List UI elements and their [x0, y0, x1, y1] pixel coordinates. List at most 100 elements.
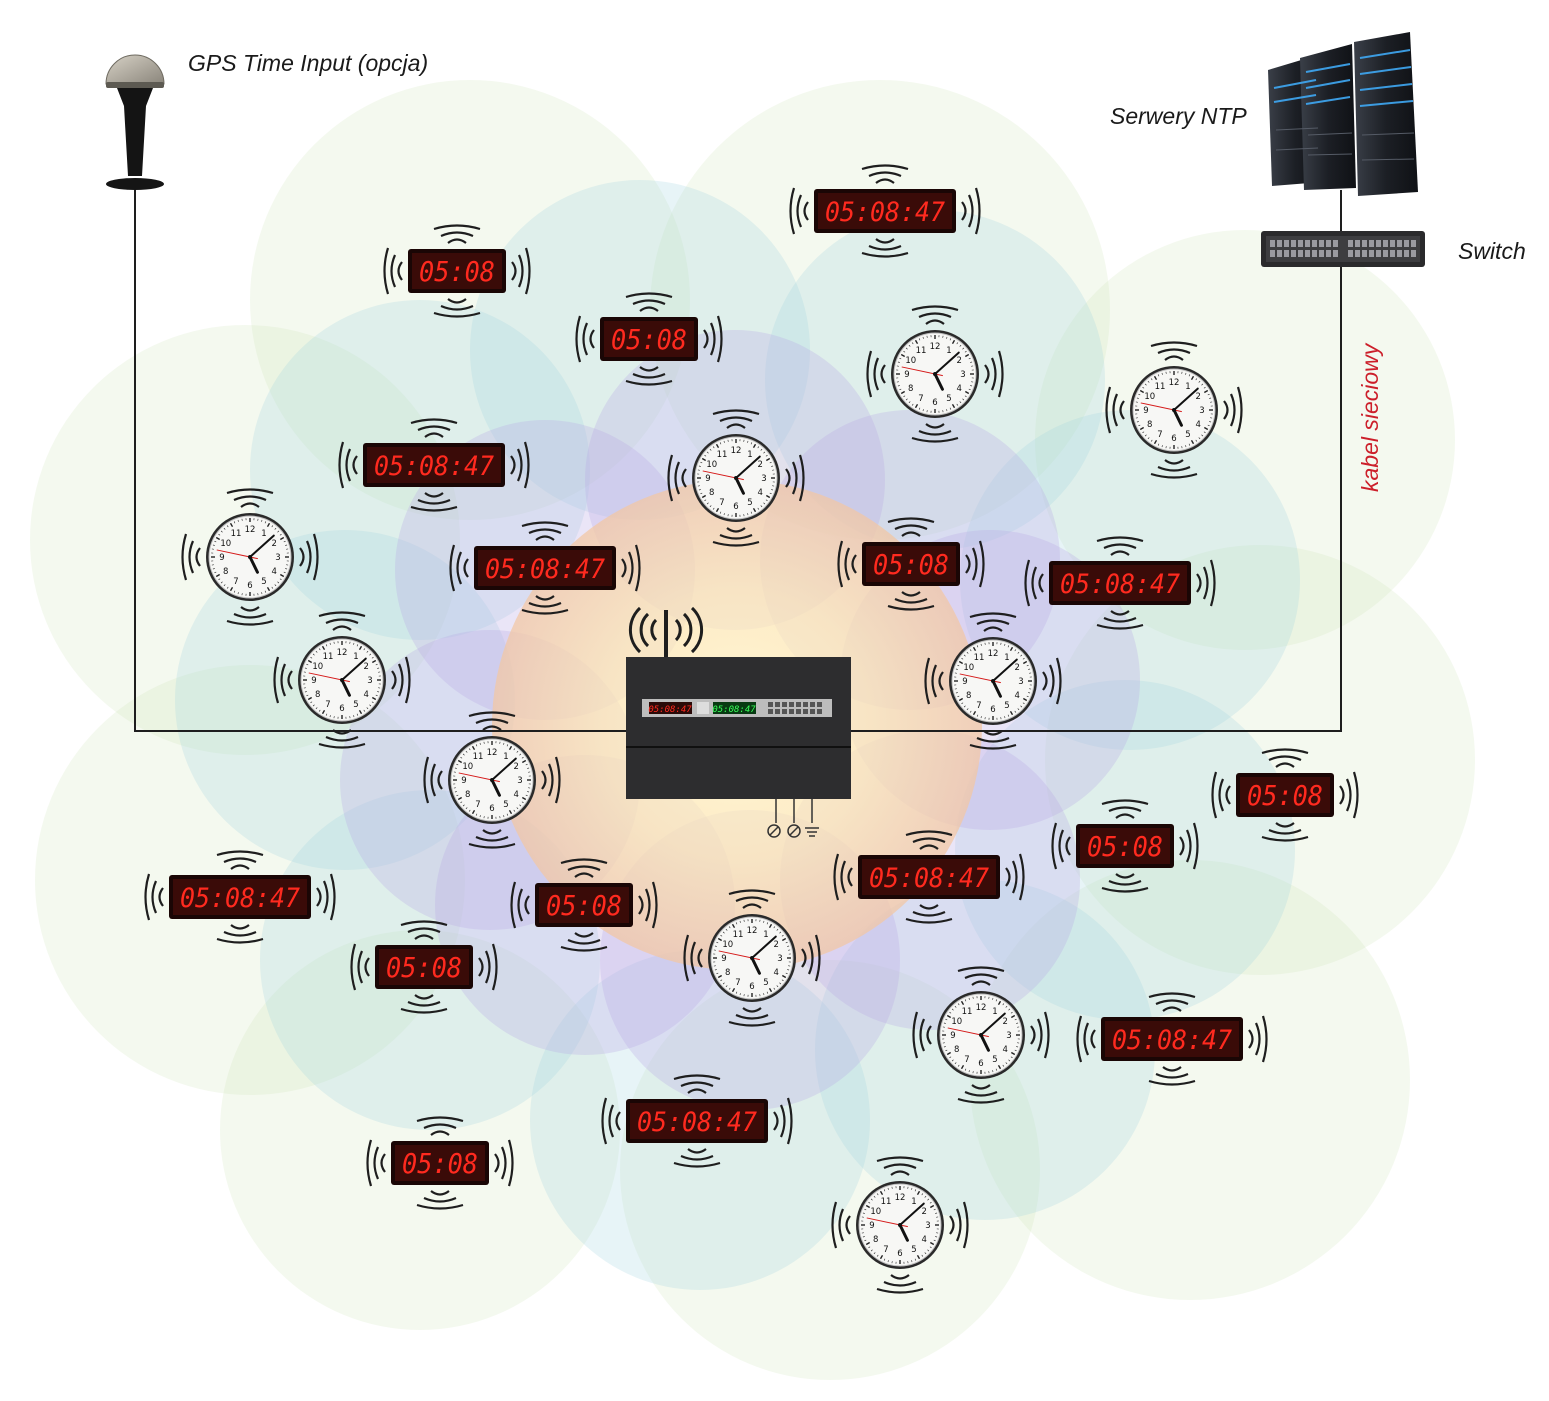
clock-numeral: 6: [339, 704, 344, 714]
clock-numeral: 3: [517, 776, 522, 786]
digital-clock: 05:08:47: [449, 521, 641, 615]
clock-numeral: 11: [231, 529, 242, 539]
clock-numeral: 2: [1196, 392, 1201, 402]
clock-numeral: 7: [976, 701, 981, 711]
digital-clock: 05:08:47: [1024, 536, 1216, 630]
clock-numeral: 5: [1185, 430, 1190, 440]
clock-numeral: 4: [758, 488, 763, 498]
clock-numeral: 4: [364, 690, 369, 700]
digital-clock-time: 05:08: [873, 548, 949, 581]
clock-numeral: 4: [774, 968, 779, 978]
gps-antenna-icon: [105, 54, 165, 190]
clock-numeral: 6: [978, 1059, 983, 1069]
clock-numeral: 8: [1147, 420, 1152, 430]
clock-numeral: 2: [957, 356, 962, 366]
wireless-signal-icon: [833, 830, 1025, 924]
clock-numeral: 12: [337, 648, 348, 658]
clock-numeral: 3: [1199, 406, 1204, 416]
coverage-zones: [30, 80, 1475, 1380]
clock-numeral: 1: [992, 1007, 997, 1017]
clock-numeral: 2: [922, 1207, 927, 1217]
master-red-display: 05:08:47: [648, 705, 692, 715]
clock-numeral: 7: [719, 498, 724, 508]
wireless-signal-icon: [350, 920, 498, 1014]
clock-numeral: 5: [261, 577, 266, 587]
clock-numeral: 3: [367, 676, 372, 686]
wireless-signal-icon: [423, 711, 561, 849]
clock-numeral: 3: [777, 954, 782, 964]
server-rack-icon: [1268, 32, 1418, 196]
clock-numeral: 4: [1196, 420, 1201, 430]
wireless-signal-icon: [273, 611, 411, 749]
clock-numeral: 9: [904, 370, 909, 380]
clock-numeral: 7: [233, 577, 238, 587]
clock-numeral: 5: [911, 1245, 916, 1255]
clock-numeral: 10: [220, 539, 231, 549]
clock-numeral: 1: [1185, 382, 1190, 392]
clock-numeral: 12: [245, 525, 256, 535]
wireless-signal-icon: [667, 409, 805, 547]
digital-clock: 05:08:47: [789, 164, 981, 258]
wireless-signal-icon: [912, 966, 1050, 1104]
clock-numeral: 6: [749, 982, 754, 992]
clock-numeral: 9: [219, 553, 224, 563]
clock-numeral: 9: [1143, 406, 1148, 416]
clock-numeral: 8: [223, 567, 228, 577]
clock-numeral: 1: [763, 930, 768, 940]
clock-numeral: 10: [951, 1017, 962, 1027]
master-clock-icon: 05:08:47 05:08:47: [626, 606, 851, 838]
coverage-zone: [1035, 230, 1455, 650]
gps-label: GPS Time Input (opcja): [188, 50, 428, 76]
clock-numeral: 7: [918, 394, 923, 404]
wireless-signal-icon: [831, 1156, 969, 1294]
gps-cable: [134, 190, 627, 732]
clock-numeral: 6: [932, 398, 937, 408]
cable-label: kabel sieciowy: [1357, 342, 1383, 492]
clock-numeral: 5: [503, 800, 508, 810]
digital-clock: 05:08: [1211, 748, 1359, 842]
clock-numeral: 7: [883, 1245, 888, 1255]
coverage-zone: [620, 960, 1040, 1380]
digital-clock: 05:08:47: [1076, 992, 1268, 1086]
digital-clock-time: 05:08:47: [485, 554, 605, 585]
clock-numeral: 10: [1144, 392, 1155, 402]
clock-numeral: 4: [922, 1235, 927, 1245]
clock-numeral: 7: [325, 700, 330, 710]
clock-numeral: 12: [731, 446, 742, 456]
coverage-zone: [650, 80, 1110, 540]
clock-numeral: 10: [312, 662, 323, 672]
clock-numeral: 2: [774, 940, 779, 950]
clock-numeral: 1: [353, 652, 358, 662]
wireless-signal-icon: [366, 1116, 514, 1210]
clock-numeral: 3: [1018, 677, 1023, 687]
wireless-signal-icon: [683, 889, 821, 1027]
clock-numeral: 4: [957, 384, 962, 394]
clock-numeral: 1: [946, 346, 951, 356]
clock-numeral: 3: [1006, 1031, 1011, 1041]
wireless-signal-icon: [449, 521, 641, 615]
switch-label: Switch: [1458, 238, 1526, 264]
wireless-signal-icon: [338, 418, 530, 512]
clock-numeral: 12: [747, 926, 758, 936]
clock-numeral: 5: [946, 394, 951, 404]
digital-clock: 05:08: [837, 517, 985, 611]
digital-clock-time: 05:08:47: [1112, 1025, 1232, 1056]
wireless-signal-icon: [789, 164, 981, 258]
wireless-devices: 05:08 05:08:47 05:08 05:08:47 05:08:47 05:08 0…: [144, 164, 1359, 1294]
clock-numeral: 5: [992, 1055, 997, 1065]
wireless-signal-icon: [1024, 536, 1216, 630]
clock-numeral: 8: [873, 1235, 878, 1245]
digital-clock-time: 05:08:47: [869, 863, 989, 894]
digital-clock: 05:08:47: [833, 830, 1025, 924]
wireless-signal-icon: [1105, 341, 1243, 479]
clock-numeral: 11: [974, 653, 985, 663]
clock-numeral: 8: [465, 790, 470, 800]
digital-clock-time: 05:08: [1087, 830, 1163, 863]
wireless-signal-icon: [383, 224, 531, 318]
clock-numeral: 9: [461, 776, 466, 786]
